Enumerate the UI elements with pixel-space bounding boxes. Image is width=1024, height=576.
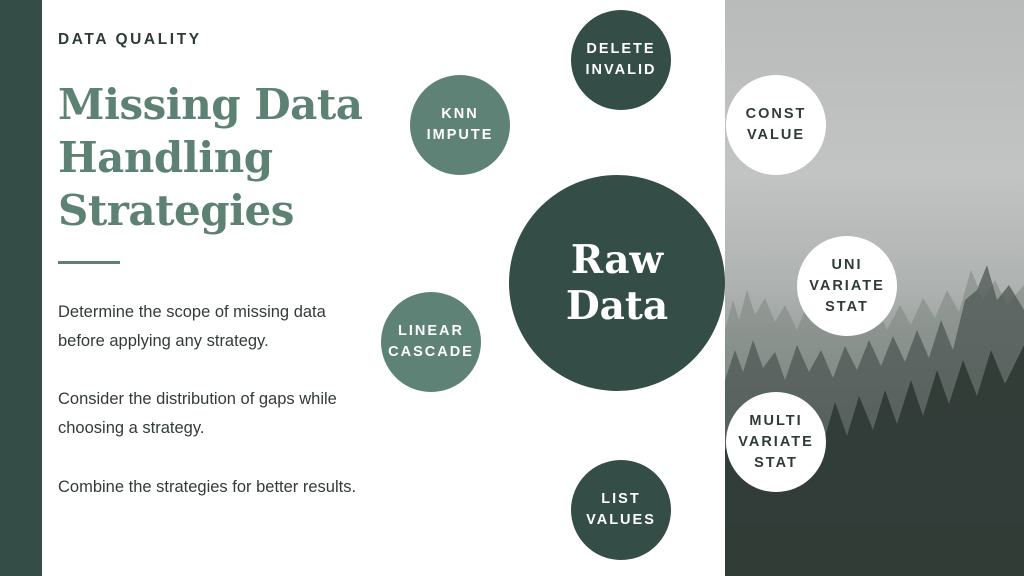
node-label: DELETE INVALID bbox=[585, 41, 657, 78]
raw-data-label: Raw Data bbox=[565, 237, 669, 329]
paragraph-scope: Determine the scope of missing data befo… bbox=[58, 303, 326, 350]
node-uni-variate-stat: UNI VARIATE STAT bbox=[797, 236, 897, 336]
node-delete-invalid: DELETE INVALID bbox=[571, 10, 671, 110]
node-multi-variate-stat: MULTI VARIATE STAT bbox=[726, 392, 826, 492]
section-eyebrow: DATA QUALITY bbox=[58, 31, 202, 48]
node-const-value: CONST VALUE bbox=[726, 75, 826, 175]
page-title: Missing Data Handling Strategies bbox=[58, 80, 363, 235]
node-knn-impute: KNN IMPUTE bbox=[410, 75, 510, 175]
paragraph-distribution: Consider the distribution of gaps while … bbox=[58, 390, 337, 437]
paragraph-combine: Combine the strategies for better result… bbox=[58, 478, 357, 496]
node-label: LIST VALUES bbox=[586, 491, 656, 528]
node-linear-cascade: LINEAR CASCADE bbox=[381, 292, 481, 392]
node-label: CONST VALUE bbox=[745, 106, 807, 143]
node-label: UNI VARIATE STAT bbox=[809, 256, 885, 315]
misty-forest-photo bbox=[725, 0, 1024, 576]
raw-data-circle: Raw Data bbox=[509, 175, 725, 391]
node-list-values: LIST VALUES bbox=[571, 460, 671, 560]
node-label: KNN IMPUTE bbox=[426, 106, 494, 143]
node-label: MULTI VARIATE STAT bbox=[738, 412, 814, 471]
title-divider bbox=[58, 261, 120, 264]
node-label: LINEAR CASCADE bbox=[388, 323, 474, 360]
left-accent-bar bbox=[0, 0, 42, 576]
